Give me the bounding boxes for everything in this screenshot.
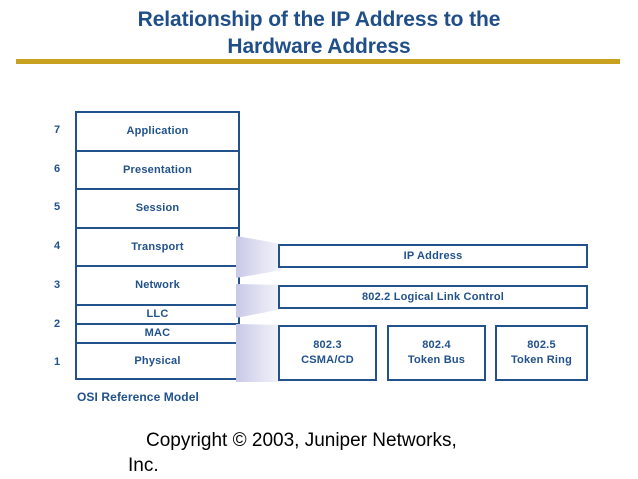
protocol-box-logical-link-control[interactable]: 802.2 Logical Link Control (278, 285, 588, 309)
protocol-box-802-5[interactable]: 802.5 Token Ring (495, 325, 588, 381)
copyright-line-2: Inc. (128, 455, 159, 476)
osi-layer-llc: LLC (75, 303, 240, 323)
title-divider-rule (16, 59, 620, 64)
osi-stack-caption: OSI Reference Model (77, 390, 199, 404)
page-title-line-2: Hardware Address (227, 35, 411, 58)
osi-layer-application: Application (75, 111, 240, 150)
osi-layer-number-2: 2 (53, 318, 61, 330)
protocol-box-ip-address[interactable]: IP Address (278, 244, 588, 268)
protocol-box-802-4[interactable]: 802.4 Token Bus (387, 325, 486, 381)
osi-layer-number-4: 4 (53, 240, 61, 252)
osi-layer-number-5: 5 (53, 201, 61, 213)
osi-layer-mac: MAC (75, 322, 240, 342)
osi-layer-number-3: 3 (53, 279, 61, 291)
protocol-box-802-3-name: CSMA/CD (301, 354, 354, 366)
protocol-box-802-4-name: Token Bus (407, 354, 466, 366)
osi-layer-number-1: 1 (53, 356, 61, 368)
protocol-box-ip-address-label: IP Address (403, 249, 463, 262)
page-title: Relationship of the IP Address to the Ha… (0, 6, 638, 60)
protocol-box-802-3[interactable]: 802.3 CSMA/CD (278, 325, 377, 381)
osi-layer-transport: Transport (75, 226, 240, 265)
protocol-box-802-5-standard: 802.5 (527, 339, 556, 351)
page-title-line-1: Relationship of the IP Address to the (137, 8, 501, 31)
osi-reference-model-stack: Application Presentation Session Transpo… (75, 111, 240, 380)
osi-layer-session: Session (75, 188, 240, 227)
osi-layer-network: Network (75, 265, 240, 304)
osi-layer-physical: Physical (75, 341, 240, 380)
osi-layer-number-6: 6 (53, 163, 61, 175)
copyright-line-1: Copyright © 2003, Juniper Networks, (146, 430, 457, 451)
copyright-notice: Copyright © 2003, Juniper Networks, Inc. (128, 428, 548, 478)
protocol-box-802-5-name: Token Ring (510, 354, 573, 366)
protocol-box-802-3-standard: 802.3 (313, 339, 342, 351)
protocol-box-802-4-standard: 802.4 (422, 339, 451, 351)
protocol-box-logical-link-control-label: 802.2 Logical Link Control (361, 290, 505, 303)
osi-layer-number-7: 7 (53, 124, 61, 136)
osi-layer-presentation: Presentation (75, 149, 240, 188)
stack-to-protocol-connector-wedges (236, 236, 282, 382)
